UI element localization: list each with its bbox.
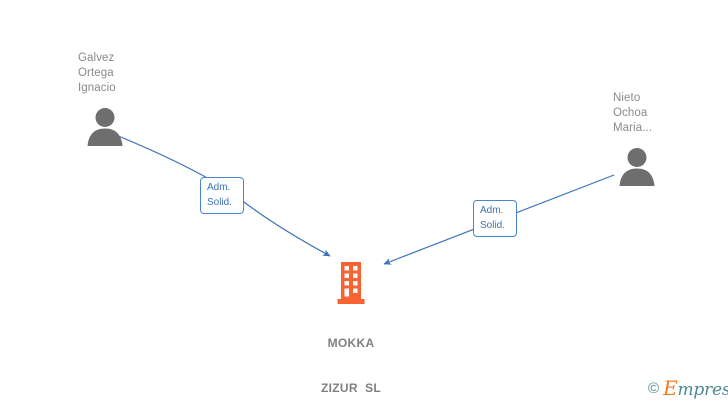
person-left-label-line-2: Ortega bbox=[78, 67, 114, 79]
person-right-label: Nieto Ochoa Maria... bbox=[613, 91, 652, 136]
brand-logo: Empresia bbox=[663, 378, 728, 399]
building-icon[interactable] bbox=[336, 262, 366, 304]
person-left-label-line-1: Galvez bbox=[78, 52, 115, 64]
edge-label-right-line-2: Solid. bbox=[480, 220, 506, 231]
company-label: MOKKA ZIZUR SL bbox=[271, 306, 431, 400]
person-left-label: Galvez Ortega Ignacio bbox=[78, 51, 116, 96]
person-icon[interactable] bbox=[614, 146, 660, 186]
brand-initial: E bbox=[663, 376, 678, 400]
person-right-label-line-1: Nieto bbox=[613, 92, 641, 104]
edge-label-left-line-1: Adm. bbox=[207, 182, 231, 193]
edge-label-right-line-1: Adm. bbox=[480, 205, 504, 216]
edge-label-left[interactable]: Adm. Solid. bbox=[200, 177, 244, 214]
company-label-line-2: ZIZUR SL bbox=[320, 381, 382, 395]
watermark: © Empresia bbox=[648, 378, 728, 399]
edge-label-left-line-2: Solid. bbox=[207, 197, 233, 208]
copyright-icon: © bbox=[648, 380, 660, 397]
person-right-label-line-3: Maria... bbox=[613, 122, 653, 134]
company-label-line-1: MOKKA bbox=[327, 336, 375, 350]
person-left-label-line-3: Ignacio bbox=[78, 82, 116, 94]
brand-rest: mpresia bbox=[677, 380, 728, 400]
person-icon[interactable] bbox=[82, 106, 128, 146]
edge-label-right[interactable]: Adm. Solid. bbox=[473, 200, 517, 237]
person-right-label-line-2: Ochoa bbox=[613, 107, 648, 119]
